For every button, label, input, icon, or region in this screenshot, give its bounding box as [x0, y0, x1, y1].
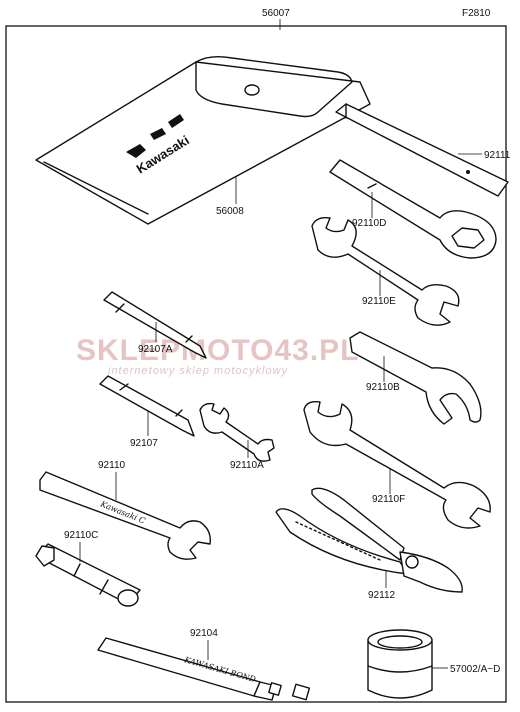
figure-code: F2810	[462, 8, 491, 19]
diagram-frame	[5, 25, 507, 703]
watermark: SKLEPMOTO43.PL internetowy sklep motocyk…	[76, 334, 360, 377]
part-label-56008: 56008	[216, 206, 244, 217]
part-92107-screwdriver	[99, 375, 195, 437]
part-92110D-box-wrench	[329, 159, 497, 259]
part-92107A-screwdriver	[103, 291, 207, 359]
watermark-main: SKLEPMOTO43.PL	[76, 334, 360, 367]
part-92110A-small-wrench	[199, 402, 275, 462]
part-label-92110D: 92110D	[352, 218, 386, 229]
part-label-57002: 57002/A~D	[450, 664, 500, 675]
part-57002-cup	[367, 629, 433, 699]
part-92112-pliers	[275, 487, 463, 593]
part-label-92110: 92110	[98, 460, 126, 471]
part-label-92110C: 92110C	[64, 530, 98, 541]
kawasaki-logo-icon	[126, 114, 184, 158]
part-label-92107: 92107	[130, 438, 158, 449]
part-92110F-open-wrench	[303, 400, 491, 529]
part-92110B-hook-spanner	[349, 331, 482, 425]
part-label-92110F: 92110F	[372, 494, 405, 505]
part-label-56007: 56007	[262, 8, 290, 19]
watermark-tagline: internetowy sklep motocyklowy	[108, 365, 289, 377]
part-92110C-socket-wrench	[35, 543, 141, 607]
part-label-92110A: 92110A	[230, 460, 264, 471]
part-92110-wrench: Kawasaki C	[39, 471, 211, 560]
part-label-92110B: 92110B	[366, 382, 400, 393]
part-label-92111: 92111	[484, 150, 511, 161]
part-label-92110E: 92110E	[362, 296, 396, 307]
part-92104-bond-tube: KAWASAKI BOND	[97, 637, 311, 701]
part-label-92107A: 92107A	[138, 344, 173, 355]
tool-pouch: Kawasaki	[35, 55, 371, 225]
part-label-92104: 92104	[190, 628, 218, 639]
part-92110E-open-wrench	[311, 216, 460, 326]
part-label-92112: 92112	[368, 590, 396, 601]
part-92111-handle-bar	[335, 103, 509, 197]
